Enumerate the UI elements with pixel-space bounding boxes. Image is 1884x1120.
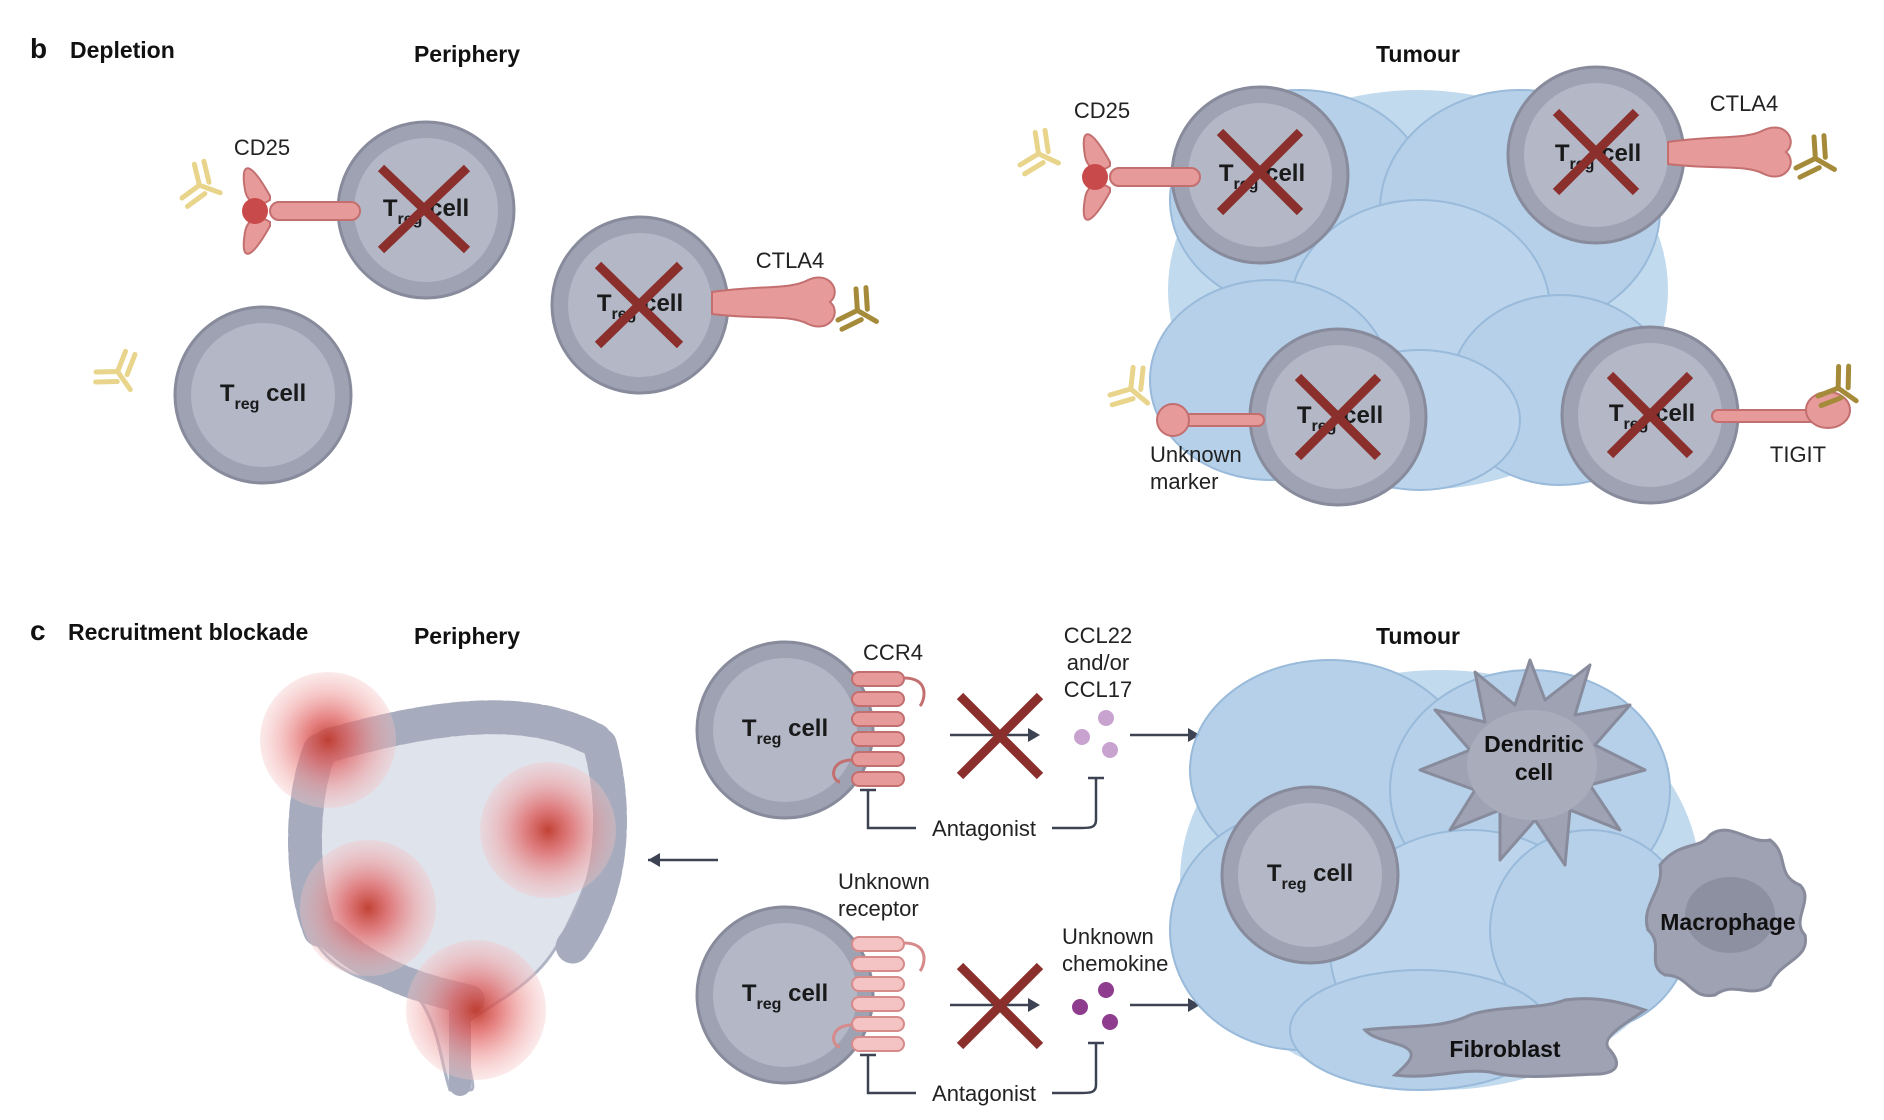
ctla4-receptor-icon bbox=[711, 276, 836, 328]
cd25-receptor-icon bbox=[242, 167, 361, 255]
treg-cell-ctla4-tumour: Treg cell bbox=[1506, 65, 1686, 245]
treg-label: Treg cell bbox=[220, 380, 306, 413]
arrowhead-icon bbox=[1188, 998, 1200, 1012]
label-ctla4-periphery: CTLA4 bbox=[756, 248, 824, 273]
label-unknown-chemokine-1: Unknown bbox=[1062, 924, 1154, 949]
chemokine-dots-icon bbox=[1072, 982, 1118, 1030]
treg-label: Treg cell bbox=[1267, 860, 1353, 893]
panel-c-tumour-header: Tumour bbox=[1376, 623, 1460, 649]
arrowhead-icon bbox=[1028, 728, 1040, 742]
treg-cell-ctla4-periphery: Treg cell bbox=[550, 215, 730, 395]
panel-b-letter: b bbox=[30, 33, 47, 64]
label-macrophage: Macrophage bbox=[1660, 909, 1795, 935]
dendritic-cell-icon bbox=[1418, 658, 1647, 867]
cd25-receptor-icon bbox=[1082, 133, 1201, 221]
ctla4-receptor-icon bbox=[1667, 126, 1792, 178]
antibody-icon bbox=[835, 284, 888, 343]
antibody-icon bbox=[1017, 127, 1068, 185]
panel-b-tumour-header: Tumour bbox=[1376, 41, 1460, 67]
treg-cell-cd25-periphery: Treg cell bbox=[336, 120, 516, 300]
cross-icon bbox=[956, 962, 1044, 1050]
arrowhead-icon bbox=[648, 853, 660, 867]
treg-cell-unknown-receptor: Treg cell bbox=[695, 905, 875, 1085]
label-ccl17: CCL17 bbox=[1064, 677, 1132, 702]
cross-icon bbox=[1552, 108, 1640, 196]
treg-cell-unknown-marker: Treg cell bbox=[1248, 327, 1428, 507]
label-dendritic-cell-2: cell bbox=[1515, 759, 1553, 785]
label-fibroblast: Fibroblast bbox=[1449, 1036, 1561, 1062]
cross-icon bbox=[1606, 371, 1694, 459]
colon-illustration bbox=[260, 672, 627, 1096]
panel-b-periphery-header: Periphery bbox=[414, 41, 520, 67]
label-unknown-marker-1: Unknown bbox=[1150, 442, 1242, 467]
panel-c-letter: c bbox=[30, 615, 46, 646]
label-antagonist-top: Antagonist bbox=[932, 816, 1036, 841]
cross-icon bbox=[956, 692, 1044, 780]
treg-cell-plain-periphery: Treg cell bbox=[173, 305, 353, 485]
fibroblast-icon bbox=[1362, 997, 1649, 1078]
panel-c-title: Recruitment blockade bbox=[68, 619, 308, 645]
label-cd25-tumour: CD25 bbox=[1074, 98, 1130, 123]
ccr4-receptor-icon bbox=[832, 671, 926, 787]
label-ccl22: CCL22 bbox=[1064, 623, 1132, 648]
label-dendritic-cell-1: Dendritic bbox=[1484, 731, 1584, 757]
chemokine-dots-icon bbox=[1074, 710, 1118, 758]
cross-icon bbox=[377, 164, 471, 254]
antagonist-bracket-icon bbox=[1052, 1043, 1098, 1095]
antagonist-bracket-icon bbox=[866, 790, 916, 830]
treg-cell-tigit: Treg cell bbox=[1560, 325, 1740, 505]
label-ccr4: CCR4 bbox=[863, 640, 923, 665]
antagonist-bracket-icon bbox=[866, 1055, 916, 1095]
cross-icon bbox=[1216, 128, 1304, 216]
panel-c-periphery-header: Periphery bbox=[414, 623, 520, 649]
cross-icon bbox=[1294, 373, 1382, 461]
antibody-icon bbox=[180, 159, 228, 216]
label-and-or: and/or bbox=[1067, 650, 1129, 675]
antibody-icon bbox=[1793, 132, 1846, 191]
label-unknown-receptor-2: receptor bbox=[838, 896, 919, 921]
label-unknown-marker-2: marker bbox=[1150, 469, 1218, 494]
label-ctla4-tumour: CTLA4 bbox=[1710, 91, 1778, 116]
label-antagonist-bottom: Antagonist bbox=[932, 1081, 1036, 1106]
treg-label: Treg cell bbox=[742, 715, 828, 748]
label-unknown-chemokine-2: chemokine bbox=[1062, 951, 1168, 976]
antagonist-bracket-icon bbox=[1052, 778, 1098, 830]
unknown-marker-receptor-icon bbox=[1156, 403, 1265, 437]
antibody-icon bbox=[91, 348, 150, 403]
unknown-receptor-icon bbox=[832, 936, 926, 1052]
cross-icon bbox=[594, 261, 684, 349]
treg-cell-cd25-tumour: Treg cell bbox=[1170, 85, 1350, 265]
label-tigit: TIGIT bbox=[1770, 442, 1826, 467]
treg-label: Treg cell bbox=[742, 980, 828, 1013]
treg-cell-tumour-c: Treg cell bbox=[1220, 785, 1400, 965]
label-cd25-periphery: CD25 bbox=[234, 135, 290, 160]
arrowhead-icon bbox=[1028, 998, 1040, 1012]
treg-cell-ccr4: Treg cell bbox=[695, 640, 875, 820]
macrophage-icon bbox=[1644, 828, 1808, 998]
label-unknown-receptor-1: Unknown bbox=[838, 869, 930, 894]
panel-b-title: Depletion bbox=[70, 37, 175, 63]
arrowhead-icon bbox=[1188, 728, 1200, 742]
